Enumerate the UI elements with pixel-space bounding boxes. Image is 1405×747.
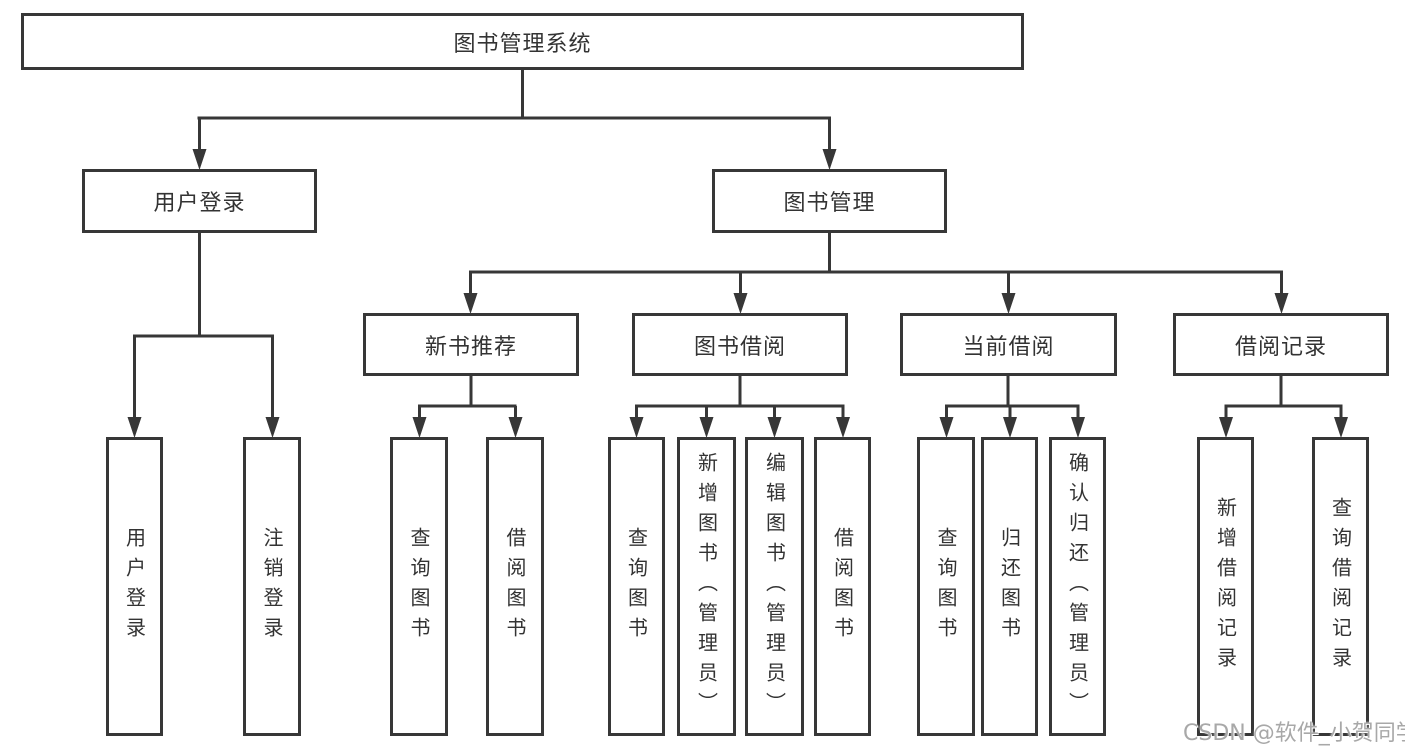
- csdn-watermark: CSDN @软件_小贺同学: [1183, 721, 1405, 746]
- leaf-label: 归还图书: [997, 526, 1022, 647]
- node-book-borrowing: 图书借阅: [632, 313, 848, 376]
- leaf-label: 查询图书: [934, 526, 958, 647]
- leaf-label: 新增借阅记录: [1213, 496, 1238, 677]
- leaf-label: 确认归还（管理员）: [1065, 451, 1090, 722]
- node-label: 借阅记录: [1234, 334, 1327, 360]
- leaf-edit-books-admin: 编辑图书（管理员）: [745, 437, 804, 736]
- leaf-borrow-books-recommend: 借阅图书: [486, 437, 544, 736]
- leaf-borrow-books: 借阅图书: [814, 437, 871, 736]
- node-borrowing-records: 借阅记录: [1173, 313, 1389, 376]
- leaf-user-login-action: 用户登录: [106, 437, 163, 736]
- leaf-label: 借阅图书: [503, 526, 527, 647]
- leaf-label: 新增图书（管理员）: [694, 451, 719, 722]
- leaf-label: 查询借阅记录: [1328, 496, 1353, 677]
- node-label: 图书管理: [783, 191, 876, 216]
- leaf-query-books-current: 查询图书: [917, 437, 975, 736]
- leaf-label: 借阅图书: [830, 526, 855, 647]
- leaf-query-books-recommend: 查询图书: [390, 437, 448, 736]
- leaf-label: 注销登录: [260, 526, 284, 647]
- node-new-book-recommendation: 新书推荐: [363, 313, 579, 376]
- node-label: 图书借阅: [693, 334, 786, 360]
- node-library-management-system: 图书管理系统: [21, 13, 1024, 70]
- leaf-label: 查询图书: [624, 526, 649, 647]
- node-book-management: 图书管理: [712, 169, 947, 233]
- leaf-add-books-admin: 新增图书（管理员）: [677, 437, 736, 736]
- leaf-query-books-borrow: 查询图书: [608, 437, 665, 736]
- leaf-logout: 注销登录: [243, 437, 301, 736]
- leaf-label: 用户登录: [122, 526, 147, 647]
- leaf-label: 查询图书: [407, 526, 431, 647]
- node-label: 当前借阅: [962, 334, 1055, 360]
- leaf-label: 编辑图书（管理员）: [762, 451, 787, 722]
- leaf-add-borrow-record: 新增借阅记录: [1197, 437, 1254, 736]
- node-user-login: 用户登录: [82, 169, 317, 233]
- leaf-return-books: 归还图书: [981, 437, 1038, 736]
- leaf-query-borrow-record: 查询借阅记录: [1312, 437, 1369, 736]
- node-current-borrowing: 当前借阅: [900, 313, 1117, 376]
- node-label: 用户登录: [153, 191, 246, 216]
- node-label: 图书管理系统: [453, 31, 592, 57]
- leaf-confirm-return-admin: 确认归还（管理员）: [1049, 437, 1106, 736]
- node-label: 新书推荐: [424, 334, 517, 360]
